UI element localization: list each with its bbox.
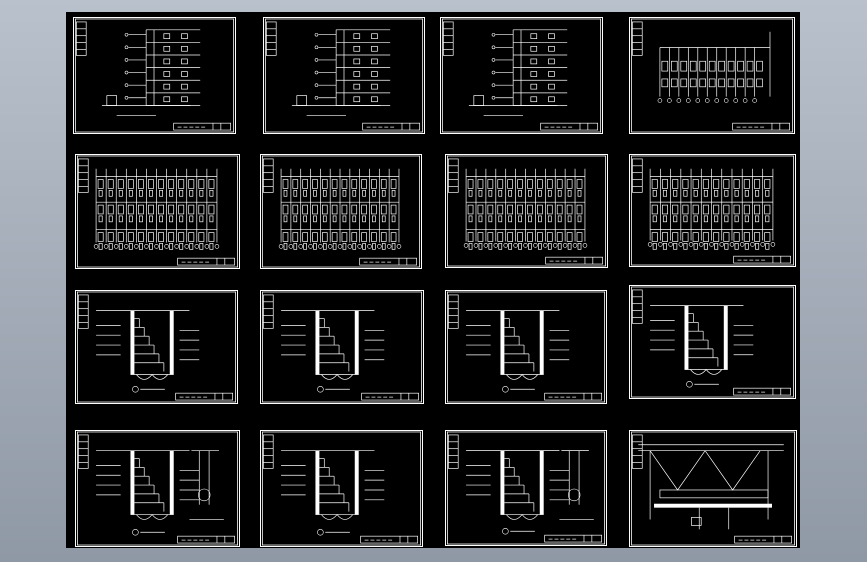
sheet-2-4[interactable] xyxy=(629,154,796,267)
sheet-4-2[interactable] xyxy=(260,430,423,547)
sheet-4-4[interactable] xyxy=(629,430,797,547)
sheet-1-1-drawing xyxy=(74,18,235,133)
sheet-3-2-drawing xyxy=(262,291,422,403)
sheet-3-1-drawing xyxy=(77,291,236,403)
sheet-1-2-drawing xyxy=(264,18,424,133)
sheet-1-2[interactable] xyxy=(263,17,425,134)
drawing-canvas[interactable] xyxy=(66,12,800,548)
sheet-4-1[interactable] xyxy=(75,430,240,547)
sheet-4-2-drawing xyxy=(261,431,422,546)
sheet-2-4-drawing xyxy=(631,155,794,266)
sheet-2-3[interactable] xyxy=(445,154,608,268)
sheet-3-2[interactable] xyxy=(260,290,424,404)
sheet-1-3[interactable] xyxy=(440,17,603,134)
sheet-3-3-drawing xyxy=(447,291,605,403)
sheet-3-1[interactable] xyxy=(75,290,238,404)
sheet-1-1[interactable] xyxy=(73,17,236,134)
sheet-3-3[interactable] xyxy=(445,290,607,404)
sheet-2-3-drawing xyxy=(447,155,606,267)
sheet-1-3-drawing xyxy=(441,18,602,133)
sheet-4-4-drawing xyxy=(631,431,795,546)
sheet-3-4-drawing xyxy=(631,286,794,398)
sheet-4-1-drawing xyxy=(77,431,238,546)
sheet-2-2[interactable] xyxy=(260,154,422,269)
sheet-2-2-drawing xyxy=(261,155,421,268)
sheet-3-4[interactable] xyxy=(629,285,796,399)
sheet-4-3-drawing xyxy=(446,431,606,545)
sheet-2-1[interactable] xyxy=(75,154,240,269)
sheet-1-4[interactable] xyxy=(629,17,795,134)
sheet-1-4-drawing xyxy=(631,18,793,133)
sheet-4-3[interactable] xyxy=(445,430,607,546)
sheet-2-1-drawing xyxy=(77,155,238,268)
